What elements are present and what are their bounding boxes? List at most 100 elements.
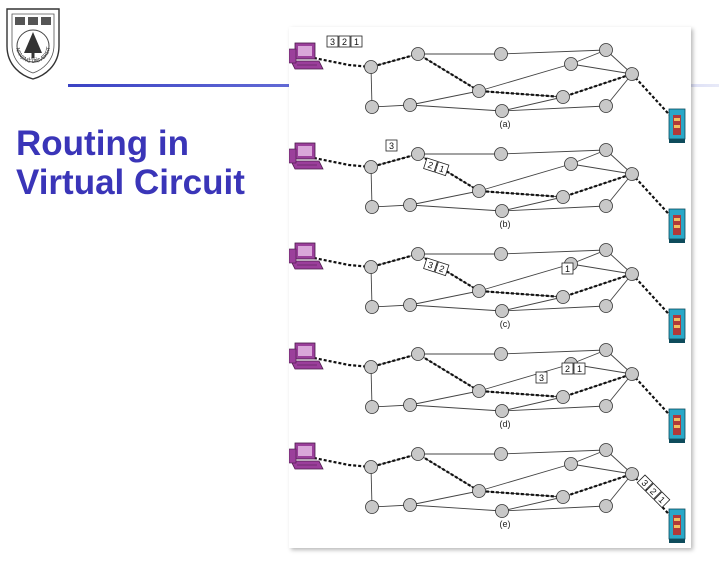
router-node xyxy=(411,47,425,61)
packet: 2 xyxy=(561,362,574,375)
network-link xyxy=(500,349,607,355)
server-icon xyxy=(668,208,686,243)
router-node xyxy=(495,104,509,118)
packet-number: 3 xyxy=(427,260,435,271)
router-node xyxy=(494,447,508,461)
router-node xyxy=(364,460,378,474)
router-node xyxy=(411,347,425,361)
router-node xyxy=(564,457,578,471)
server-icon xyxy=(668,508,686,543)
router-node xyxy=(411,147,425,161)
router-node xyxy=(599,199,613,213)
panel-label: (e) xyxy=(500,519,511,529)
packet-number: 2 xyxy=(438,263,446,274)
router-node xyxy=(556,490,570,504)
router-node xyxy=(599,43,613,57)
network-link xyxy=(409,104,503,112)
network-link xyxy=(501,305,607,312)
router-node xyxy=(495,504,509,518)
network-link xyxy=(409,90,480,106)
network-link xyxy=(562,373,633,398)
network-link xyxy=(478,163,572,192)
panel-label: (c) xyxy=(500,319,511,329)
router-node xyxy=(495,304,509,318)
packet-number: 3 xyxy=(539,373,544,383)
network-link xyxy=(570,163,633,175)
packet: 2 xyxy=(338,35,351,48)
router-node xyxy=(403,398,417,412)
router-node xyxy=(472,484,486,498)
router-node xyxy=(599,443,613,457)
network-panel: (e) 321 xyxy=(289,442,686,543)
packet: 1 xyxy=(653,491,671,509)
network-link xyxy=(501,96,564,112)
network-link xyxy=(500,249,607,255)
router-node xyxy=(365,400,379,414)
packet: 1 xyxy=(561,262,574,275)
router-node xyxy=(472,84,486,98)
network-link xyxy=(409,204,503,212)
packet: 3 xyxy=(636,474,654,492)
router-node xyxy=(599,399,613,413)
network-link xyxy=(562,273,633,298)
packet-number: 1 xyxy=(565,264,570,274)
server-icon xyxy=(668,408,686,443)
network-link xyxy=(409,490,480,506)
router-node xyxy=(556,90,570,104)
slide-title-line1: Routing in xyxy=(16,124,190,163)
network-link xyxy=(501,105,607,112)
network-link xyxy=(409,504,503,512)
router-node xyxy=(364,260,378,274)
network-link xyxy=(478,63,572,92)
router-node xyxy=(599,143,613,157)
packet-number: 1 xyxy=(577,364,582,374)
network-link xyxy=(478,363,572,392)
network-link xyxy=(478,463,572,492)
network-link xyxy=(570,463,633,475)
router-node xyxy=(403,298,417,312)
router-node xyxy=(364,160,378,174)
router-node xyxy=(599,499,613,513)
packet-group: 321 xyxy=(636,474,671,509)
packet-number: 1 xyxy=(656,495,667,506)
packet-group: 3 xyxy=(535,371,548,384)
network-link xyxy=(409,190,480,206)
packet: 3 xyxy=(326,35,339,48)
router-node xyxy=(495,404,509,418)
packet: 3 xyxy=(423,257,438,273)
virtual-circuit-path xyxy=(308,252,678,324)
router-node xyxy=(365,100,379,114)
virtual-circuit-path xyxy=(308,52,678,124)
network-link xyxy=(409,304,503,312)
router-node xyxy=(495,204,509,218)
router-node xyxy=(364,60,378,74)
network-link xyxy=(501,396,564,412)
packet: 3 xyxy=(535,371,548,384)
packet-number: 1 xyxy=(354,37,359,47)
router-node xyxy=(599,299,613,313)
network-link xyxy=(409,290,480,306)
network-link xyxy=(500,149,607,155)
slide-title-line2: Virtual Circuit xyxy=(16,163,245,202)
virtual-circuit-path xyxy=(308,152,678,224)
router-node xyxy=(625,367,639,381)
router-node xyxy=(472,184,486,198)
router-node xyxy=(556,290,570,304)
packet-group: 1 xyxy=(561,262,574,275)
host-computer-icon xyxy=(289,442,324,470)
router-node xyxy=(494,347,508,361)
router-node xyxy=(564,57,578,71)
network-link xyxy=(500,449,607,455)
network-link xyxy=(478,263,572,292)
router-node xyxy=(403,498,417,512)
logo-year: 1902 xyxy=(29,57,38,61)
virtual-circuit-path xyxy=(308,352,678,424)
router-node xyxy=(625,267,639,281)
packet-number: 2 xyxy=(342,37,347,47)
packet-number: 2 xyxy=(565,364,570,374)
network-link xyxy=(562,173,633,198)
